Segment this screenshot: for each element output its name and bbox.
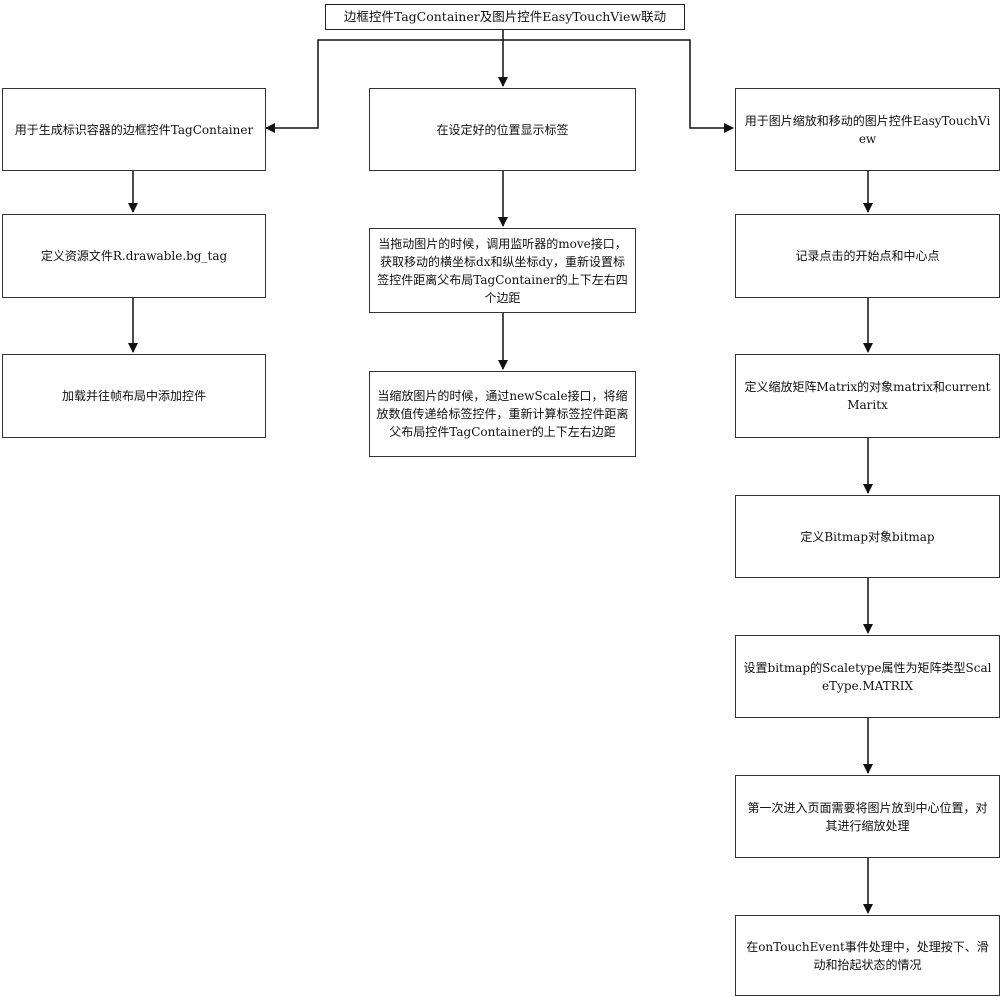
- arrow-branch-left: [265, 39, 503, 133]
- right-step-2-box: 记录点击的开始点和中心点: [735, 214, 1000, 298]
- right-step-5-text: 设置bitmap的Scaletype属性为矩阵类型ScaleType.MATRI…: [743, 660, 992, 693]
- left-step-1-text: 用于生成标识容器的边框控件TagContainer: [14, 122, 254, 137]
- right-step-6-box: 第一次进入页面需要将图片放到中心位置，对其进行缩放处理: [735, 775, 1000, 858]
- middle-step-2-text: 当拖动图片的时候，调用监听器的move接口，获取移动的横坐标dx和纵坐标dy，重…: [377, 236, 628, 305]
- right-step-4-text: 定义Bitmap对象bitmap: [800, 529, 935, 544]
- right-step-1-text: 用于图片缩放和移动的图片控件EasyTouchView: [744, 113, 991, 146]
- right-step-5-box: 设置bitmap的Scaletype属性为矩阵类型ScaleType.MATRI…: [735, 635, 1000, 718]
- middle-step-1-text: 在设定好的位置显示标签: [436, 122, 569, 137]
- right-step-3-box: 定义缩放矩阵Matrix的对象matrix和currentMaritx: [735, 354, 1000, 438]
- left-step-3-text: 加载并往帧布局中添加控件: [61, 389, 206, 403]
- left-step-2-box: 定义资源文件R.drawable.bg_tag: [2, 214, 266, 298]
- left-step-3-box: 加载并往帧布局中添加控件: [2, 354, 266, 438]
- arrow-branch-right: [503, 39, 734, 133]
- middle-step-3-text: 当缩放图片的时候，通过newScale接口，将缩放数值传递给标签控件，重新计算标…: [376, 389, 629, 439]
- right-step-7-box: 在onTouchEvent事件处理中，处理按下、滑动和抬起状态的情况: [735, 915, 1000, 996]
- right-step-7-text: 在onTouchEvent事件处理中，处理按下、滑动和抬起状态的情况: [746, 939, 989, 972]
- right-step-3-text: 定义缩放矩阵Matrix的对象matrix和currentMaritx: [744, 380, 991, 412]
- right-step-2-text: 记录点击的开始点和中心点: [795, 249, 940, 263]
- middle-step-3-box: 当缩放图片的时候，通过newScale接口，将缩放数值传递给标签控件，重新计算标…: [369, 371, 636, 457]
- left-step-1-box: 用于生成标识容器的边框控件TagContainer: [2, 88, 266, 171]
- right-step-6-text: 第一次进入页面需要将图片放到中心位置，对其进行缩放处理: [747, 800, 988, 833]
- right-step-1-box: 用于图片缩放和移动的图片控件EasyTouchView: [735, 88, 1000, 171]
- right-step-4-box: 定义Bitmap对象bitmap: [735, 495, 1000, 578]
- left-step-2-text: 定义资源文件R.drawable.bg_tag: [40, 249, 228, 263]
- middle-step-2-box: 当拖动图片的时候，调用监听器的move接口，获取移动的横坐标dx和纵坐标dy，重…: [369, 228, 636, 313]
- title-box: 边框控件TagContainer及图片控件EasyTouchView联动: [325, 4, 685, 30]
- middle-step-1-box: 在设定好的位置显示标签: [369, 88, 636, 171]
- title-text: 边框控件TagContainer及图片控件EasyTouchView联动: [343, 9, 667, 24]
